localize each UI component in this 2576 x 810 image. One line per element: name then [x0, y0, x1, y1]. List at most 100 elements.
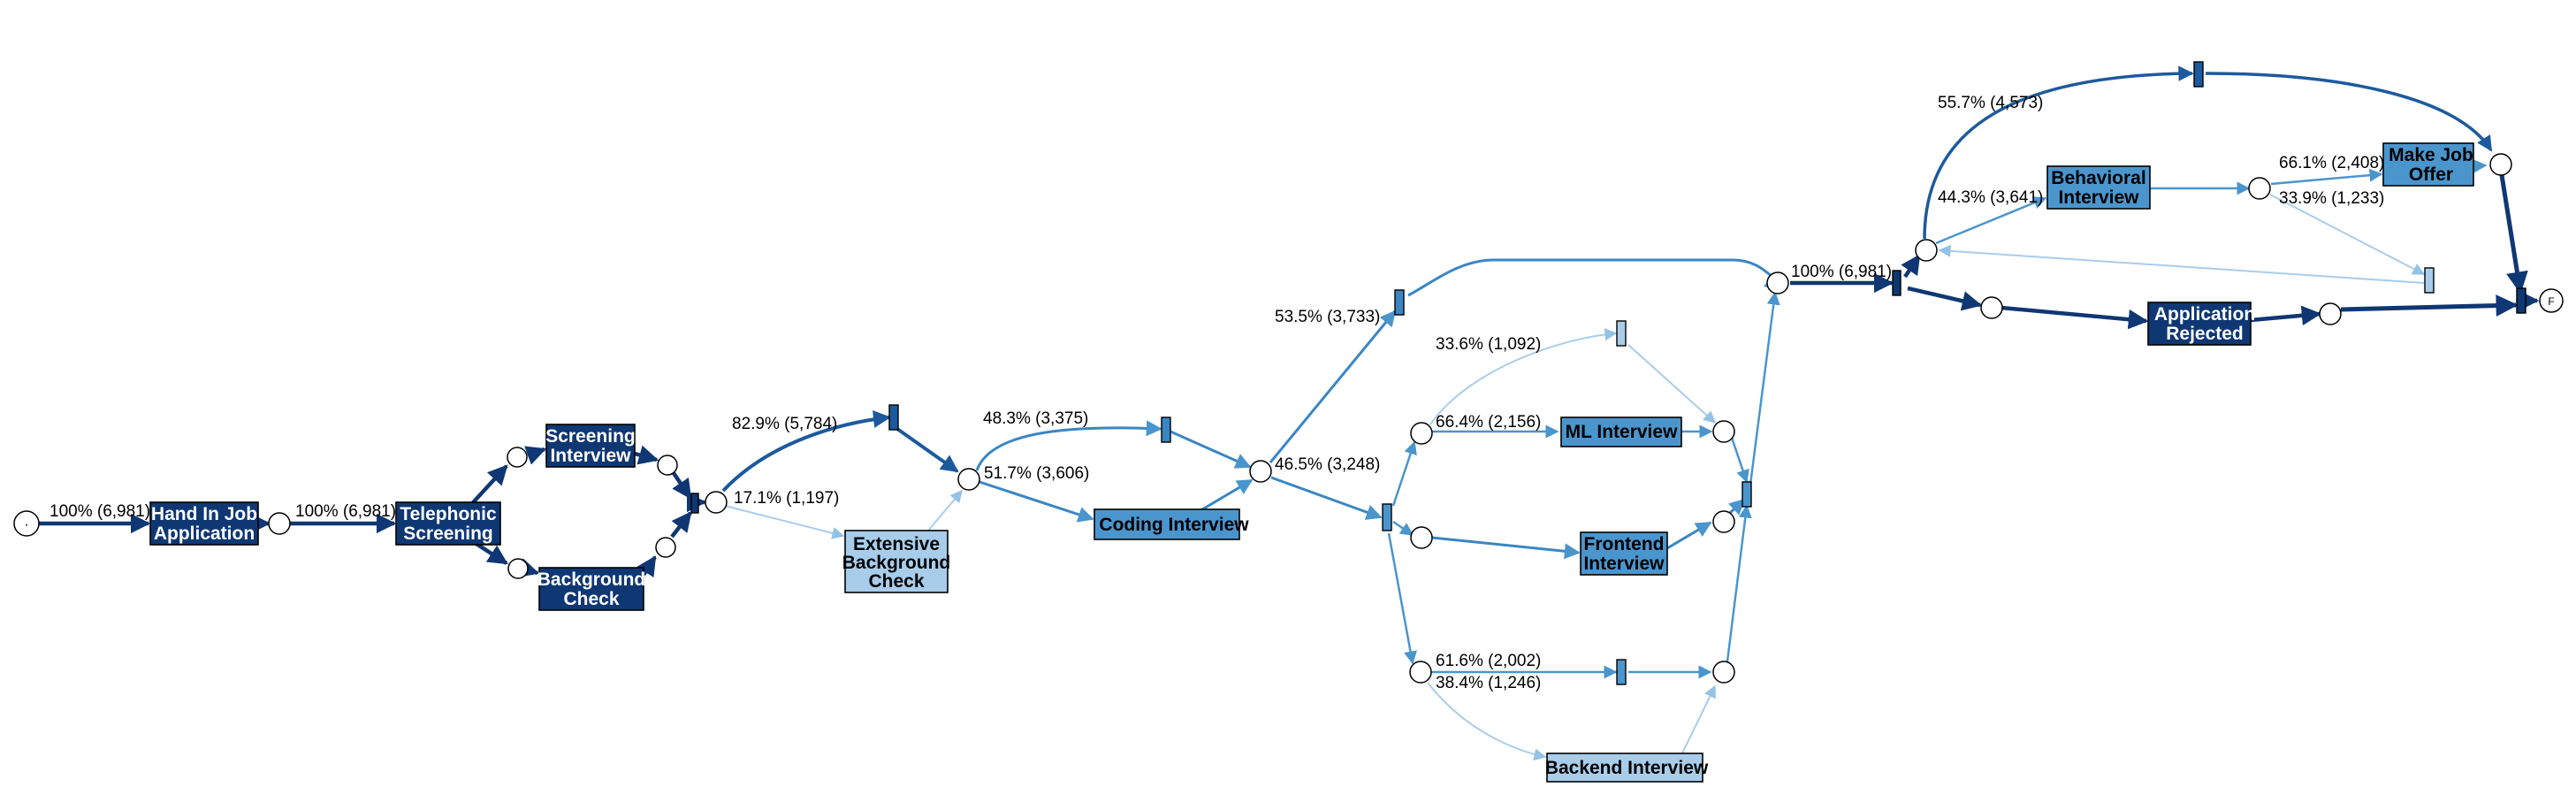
silent-bg-join: [690, 493, 699, 514]
svg-text:Offer: Offer: [2409, 164, 2453, 185]
label-coding-skip: 48.3% (3,375): [983, 409, 1088, 428]
transition-make-job-offer[interactable]: Make Job Offer: [2382, 142, 2474, 187]
transition-ml-interview[interactable]: ML Interview: [1560, 416, 1682, 447]
silent-tech-split: [1382, 503, 1392, 531]
silent-tech-skip: [1394, 289, 1405, 316]
arc-p6-extensive: [724, 505, 845, 539]
arc-p-frontend: [1431, 536, 1581, 560]
place-after-bg-join: [705, 491, 728, 514]
arc-p-ml-skip: [1429, 328, 1618, 425]
arc-p8-tech: [1270, 476, 1383, 520]
label-offer-loop: 33.9% (1,233): [2279, 189, 2384, 208]
label-offer-take: 66.1% (2,408): [2279, 154, 2384, 172]
arc-tech-p-ml: [1391, 440, 1417, 507]
transitions: Hand In Job Application Telephonic Scree…: [149, 142, 2474, 783]
arc-p-backend-take: [1427, 682, 1547, 761]
transition-hand-in-job-application[interactable]: Hand In Job Application: [149, 501, 259, 546]
arc-extensive-p7: [927, 489, 963, 531]
place-before-ml: [1410, 422, 1433, 445]
arc-tech-join-post: [1749, 291, 1780, 485]
place-after-background: [655, 537, 676, 558]
arc-backend-join: [1679, 684, 1716, 760]
svg-text:Backend Interview: Backend Interview: [1545, 758, 1709, 778]
label-backend-skip: 61.6% (2,002): [1436, 652, 1541, 670]
svg-text:Check: Check: [563, 589, 619, 609]
place-before-offer: [2248, 177, 2271, 200]
svg-text:Background: Background: [537, 569, 646, 590]
arc-p-offer-take: [2270, 168, 2383, 186]
arc-p7-coding: [979, 480, 1094, 523]
arc-p-reject-rejected: [2001, 305, 2149, 330]
transition-extensive-background-check[interactable]: Extensive Background Check: [842, 530, 951, 593]
svg-text:Interview: Interview: [2058, 187, 2139, 208]
svg-text:Screening: Screening: [403, 523, 493, 544]
arc-p6-split-main: [721, 409, 891, 493]
svg-text:Check: Check: [868, 571, 924, 592]
arc-tech-p-frontend: [1392, 520, 1414, 537]
svg-text:Make Job: Make Job: [2389, 145, 2473, 165]
silent-behavioral-skip: [2193, 61, 2204, 88]
place-start: [13, 510, 40, 537]
silent-post-split: [1892, 270, 1902, 296]
place-before-coding: [957, 468, 980, 491]
svg-text:Frontend: Frontend: [1584, 534, 1665, 554]
transition-coding-interview[interactable]: Coding Interview: [1094, 508, 1249, 540]
arc-p4-join: [672, 471, 692, 500]
silent-final-join: [2516, 287, 2526, 314]
label-start-hand-in: 100% (6,981): [50, 502, 150, 521]
place-after-offer: [2489, 153, 2512, 176]
place-before-rejected: [1980, 296, 2003, 319]
transition-telephonic-screening[interactable]: Telephonic Screening: [395, 501, 501, 546]
label-tech-skip: 53.5% (3,733): [1275, 308, 1380, 326]
arc-split-p-reject: [1907, 286, 1983, 311]
label-split-main: 82.9% (5,784): [732, 415, 837, 433]
arc-offer-p-end: [2472, 159, 2488, 173]
silent-split-main: [888, 404, 899, 431]
silent-transitions: [690, 61, 2526, 685]
svg-text:Rejected: Rejected: [2166, 324, 2244, 344]
end-symbol: F: [2548, 295, 2554, 308]
label-coding-take: 51.7% (3,606): [984, 464, 1089, 483]
svg-text:Hand In Job: Hand In Job: [151, 504, 257, 524]
transition-backend-interview[interactable]: Backend Interview: [1545, 753, 1709, 783]
arc-background-p5: [636, 555, 657, 578]
label-ml-skip: 33.6% (1,092): [1436, 335, 1541, 354]
places: · F: [13, 153, 2564, 684]
arc-p-offer-loop: [2269, 194, 2426, 275]
arc-split-main-p7: [896, 427, 959, 473]
label-split-extensive: 17.1% (1,197): [734, 489, 839, 508]
arc-p7-coding-skip: [975, 420, 1162, 471]
svg-text:Screening: Screening: [545, 426, 636, 447]
label-behavioral-skip: 55.7% (4,573): [1938, 94, 2043, 112]
silent-backend-skip: [1616, 659, 1627, 685]
arc-p3-background: [517, 558, 540, 577]
svg-text:Coding Interview: Coding Interview: [1099, 515, 1249, 535]
arc-rejected-p: [2250, 305, 2322, 326]
silent-tech-join: [1741, 481, 1752, 508]
arc-loop-back: [1938, 244, 2425, 284]
arcs: [39, 65, 2540, 761]
transition-screening-interview[interactable]: Screening Interview: [545, 424, 636, 468]
silent-coding-skip: [1161, 416, 1171, 443]
transition-frontend-interview[interactable]: Frontend Interview: [1580, 531, 1668, 576]
arc-p2-screening: [524, 446, 547, 465]
transition-behavioral-interview[interactable]: Behavioral Interview: [2046, 165, 2151, 210]
place-after-tech: [1766, 271, 1789, 294]
arc-p-end-final-join: [2499, 174, 2528, 294]
arc-p-behav-skip: [1923, 65, 2194, 240]
svg-text:Interview: Interview: [550, 446, 631, 466]
place-after-coding: [1249, 460, 1272, 483]
label-post-tech: 100% (6,981): [1791, 263, 1892, 281]
place-before-backend: [1409, 661, 1432, 684]
arc-tech-skip-p-join: [1407, 258, 1780, 297]
svg-text:Application: Application: [154, 523, 255, 544]
place-end: [2539, 288, 2564, 313]
label-tech-take: 46.5% (3,248): [1275, 455, 1380, 474]
label-backend-take: 38.4% (1,246): [1436, 674, 1541, 692]
label-ml-take: 66.4% (2,156): [1436, 413, 1541, 432]
place-before-screening: [507, 447, 528, 468]
place-before-background: [507, 558, 529, 579]
label-behavioral-take: 44.3% (3,641): [1938, 188, 2043, 207]
transition-application-rejected[interactable]: Application Rejected: [2147, 302, 2255, 346]
transition-background-check[interactable]: Background Check: [537, 567, 646, 611]
